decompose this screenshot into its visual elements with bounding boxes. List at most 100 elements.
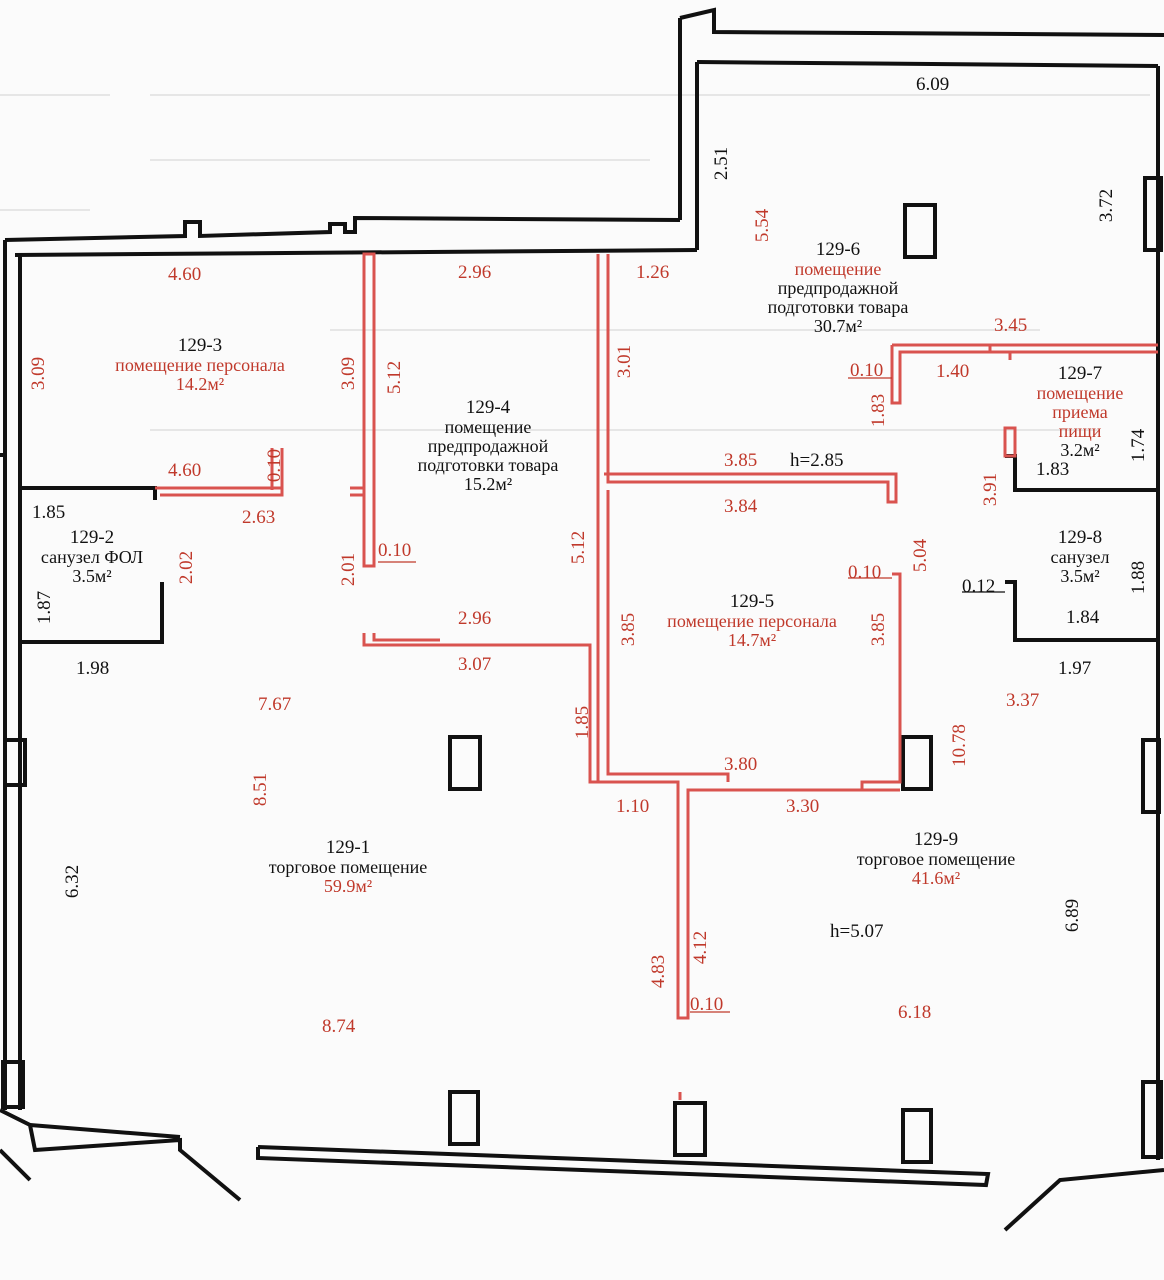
room-id: 129-4 bbox=[465, 397, 511, 418]
room-name: помещение персонала bbox=[115, 354, 285, 375]
room-name-line3: подготовки товара bbox=[767, 296, 909, 317]
dimension-vertical: 10.78 bbox=[948, 724, 970, 767]
dimension-vertical: 3.72 bbox=[1096, 188, 1118, 223]
room-area: 41.6м² bbox=[911, 867, 961, 888]
leader-lines bbox=[378, 377, 892, 1013]
room-129-2-label: 129-2 санузел ФОЛ 3.5м² bbox=[41, 528, 143, 586]
wall-upper-right-inner bbox=[696, 60, 1159, 68]
dimension: 1.26 bbox=[636, 262, 670, 283]
dimension-vertical: 8.51 bbox=[250, 772, 272, 807]
facade-bottom bbox=[256, 1145, 991, 1188]
room-id: 129-5 bbox=[729, 591, 775, 612]
partitions bbox=[155, 252, 1158, 1100]
dimension: 0.10 bbox=[848, 562, 882, 583]
dimension: 3.07 bbox=[458, 654, 492, 675]
room-129-9-label: 129-9 торговое помещение 41.6м² bbox=[857, 830, 1015, 888]
wc-fol-top bbox=[20, 486, 157, 500]
dimension-vertical: 1.85 bbox=[572, 705, 594, 740]
dimension: 1.98 bbox=[76, 658, 110, 679]
background-artifacts bbox=[0, 94, 1150, 431]
room-name-line1: помещение bbox=[1036, 382, 1124, 403]
dimension-vertical: 0.10 bbox=[264, 448, 286, 483]
room-name-line2: приема пищи bbox=[1052, 401, 1108, 441]
window-right-2 bbox=[1141, 738, 1161, 814]
dimension: 1.83 bbox=[1036, 459, 1070, 480]
dimension-vertical: 4.12 bbox=[690, 930, 712, 965]
dimension: 0.12 bbox=[962, 576, 996, 597]
window-left-1 bbox=[3, 738, 27, 787]
dimension-vertical: 1.74 bbox=[1128, 428, 1150, 463]
dimension-vertical: 5.12 bbox=[384, 360, 406, 395]
dimension-vertical: 2.51 bbox=[711, 146, 733, 181]
room-id: 129-1 bbox=[325, 837, 371, 858]
dimension-vertical: 4.83 bbox=[648, 954, 670, 989]
dimension: 0.10 bbox=[690, 994, 724, 1015]
column-5 bbox=[673, 1101, 707, 1157]
room-area: 30.7м² bbox=[813, 315, 863, 336]
room-name: помещение персонала bbox=[667, 610, 837, 631]
room-129-7-label: 129-7 помещение приема пищи 3.2м² bbox=[1037, 364, 1124, 460]
dimension: 3.84 bbox=[724, 496, 758, 517]
room-area: 3.2м² bbox=[1060, 439, 1100, 460]
dimension-vertical: 1.87 bbox=[34, 590, 56, 625]
room-id: 129-3 bbox=[177, 335, 223, 356]
dimension: 4.60 bbox=[168, 264, 202, 285]
facade-left bbox=[0, 1108, 242, 1202]
column-3 bbox=[901, 735, 933, 791]
dimension: 1.85 bbox=[32, 502, 66, 523]
dimension: 6.09 bbox=[916, 74, 950, 95]
room-area: 14.7м² bbox=[727, 629, 777, 650]
room-name: торговое помещение bbox=[268, 856, 428, 877]
dimension-vertical: 5.12 bbox=[568, 530, 590, 565]
dimension: 0.10 bbox=[378, 540, 412, 561]
room-area: 15.2м² bbox=[463, 473, 513, 494]
partition-5-right bbox=[892, 572, 902, 784]
window-right-3 bbox=[1141, 1080, 1163, 1159]
partition-4-5 bbox=[362, 633, 892, 1020]
dimension: 0.10 bbox=[850, 360, 884, 381]
room-name-line3: подготовки товара bbox=[417, 454, 559, 475]
room-id: 129-6 bbox=[815, 239, 861, 260]
dimension-vertical: 5.04 bbox=[910, 538, 932, 573]
room-name-line2: предпродажной bbox=[777, 277, 899, 298]
dimension-vertical: 3.09 bbox=[338, 356, 360, 391]
dimension-vertical: 5.54 bbox=[752, 208, 774, 243]
dimension: 4.60 bbox=[168, 460, 202, 481]
dimension-vertical: 1.83 bbox=[868, 393, 890, 428]
room-id: 129-8 bbox=[1057, 527, 1103, 548]
height-label: h=5.07 bbox=[830, 921, 884, 942]
room-id: 129-7 bbox=[1057, 363, 1103, 384]
dimension: 3.37 bbox=[1006, 690, 1040, 711]
room-129-1-label: 129-1 торговое помещение 59.9м² bbox=[269, 838, 427, 896]
room-name-line1: помещение bbox=[794, 258, 882, 279]
dimension: 2.63 bbox=[242, 507, 276, 528]
dimension: 1.40 bbox=[936, 361, 970, 382]
partition-3-stub bbox=[155, 486, 284, 497]
dimension-vertical: 3.85 bbox=[618, 612, 640, 647]
dimension-vertical: 3.01 bbox=[614, 344, 636, 379]
room-129-5-label: 129-5 помещение персонала 14.7м² bbox=[667, 592, 837, 650]
room-129-3-label: 129-3 помещение персонала 14.2м² bbox=[115, 336, 285, 394]
dimension: 3.30 bbox=[786, 796, 820, 817]
column-1 bbox=[903, 203, 937, 259]
wall-upper-right bbox=[679, 7, 1164, 37]
dimension-vertical: 2.01 bbox=[338, 552, 360, 587]
dimension: 1.84 bbox=[1066, 607, 1100, 628]
dimension: 7.67 bbox=[258, 694, 292, 715]
room-129-4-label: 129-4 помещение предпродажной подготовки… bbox=[418, 398, 559, 494]
room-129-8-label: 129-8 санузел 3.5м² bbox=[1051, 528, 1110, 586]
column-2 bbox=[448, 735, 482, 791]
dimension: 2.96 bbox=[458, 262, 492, 283]
room-id: 129-2 bbox=[69, 527, 115, 548]
window-left-2 bbox=[1, 1060, 25, 1109]
room-area: 14.2м² bbox=[175, 373, 225, 394]
room-area: 3.5м² bbox=[72, 565, 112, 586]
room-129-6-label: 129-6 помещение предпродажной подготовки… bbox=[768, 240, 909, 336]
facade-right bbox=[1003, 1168, 1164, 1232]
wall-top bbox=[4, 215, 681, 242]
dimension: 6.18 bbox=[898, 1002, 932, 1023]
column-6 bbox=[901, 1108, 933, 1164]
room-name: санузел bbox=[1050, 546, 1110, 567]
room-name: торговое помещение bbox=[856, 848, 1016, 869]
dimension-vertical: 1.88 bbox=[1128, 560, 1150, 595]
